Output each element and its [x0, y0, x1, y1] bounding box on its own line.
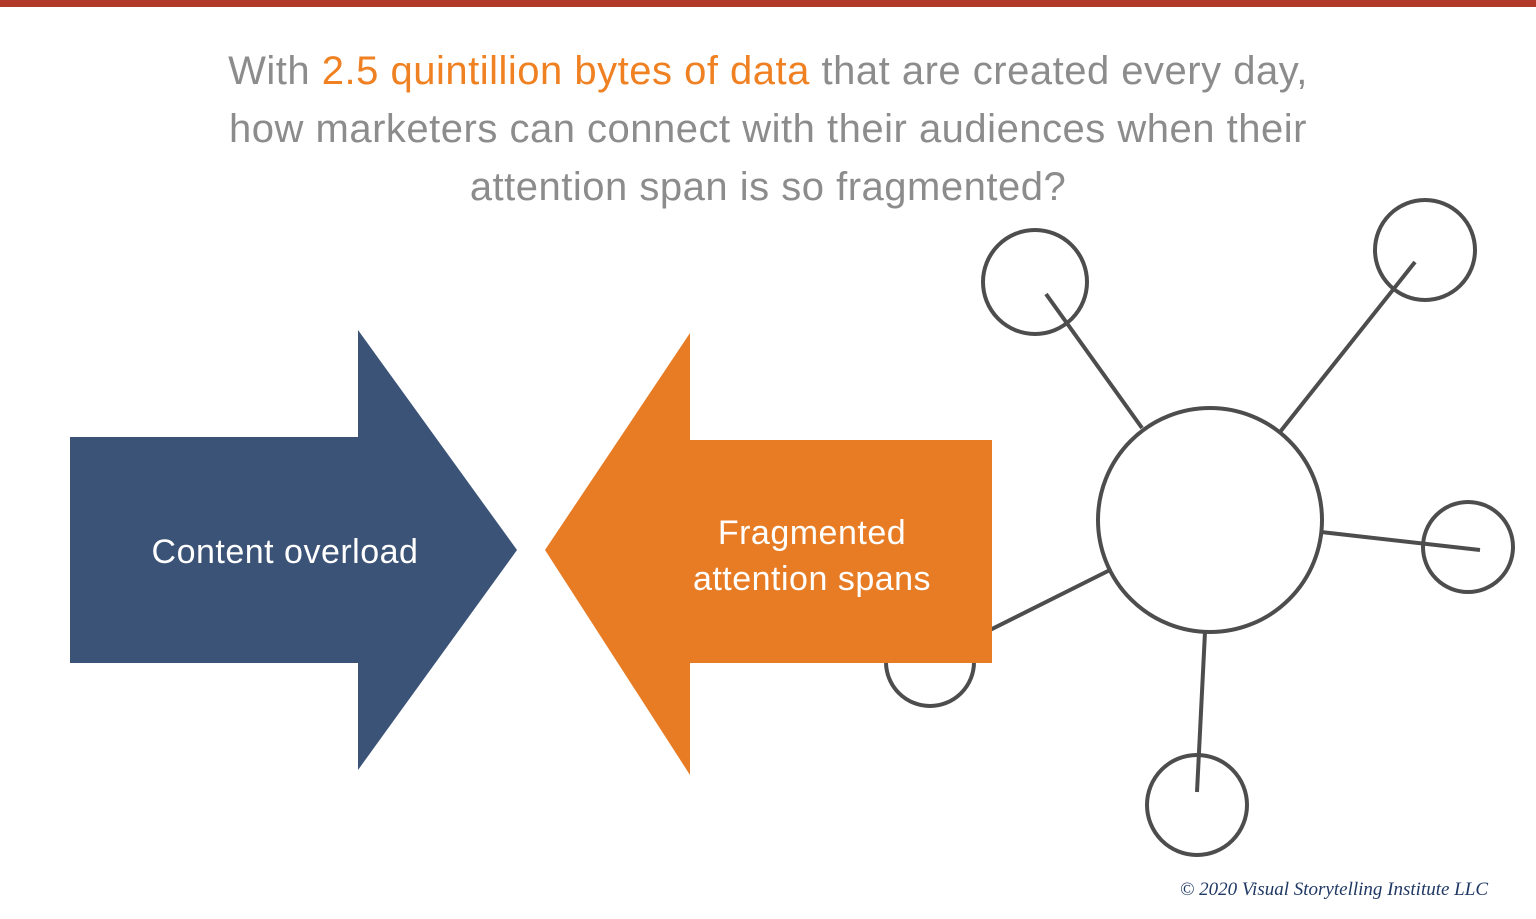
network-spoke-line — [1320, 530, 1481, 552]
fragmented-label-line1: Fragmented — [718, 514, 906, 552]
headline-line2: how marketers can connect with their aud… — [229, 107, 1307, 151]
network-spoke-line — [1044, 292, 1144, 430]
network-node-circle — [1145, 753, 1249, 857]
copyright-notice: © 2020 Visual Storytelling Institute LLC — [1179, 879, 1488, 900]
network-node-circle — [1421, 500, 1515, 594]
headline-text-prefix: With — [228, 49, 322, 93]
headline-highlight: 2.5 quintillion bytes of data — [321, 49, 810, 93]
opposing-arrows: Content overload Fragmented attention sp… — [70, 330, 992, 775]
headline-line3: attention span is so fragmented? — [469, 165, 1067, 209]
fragmented-label-line2: attention spans — [693, 560, 931, 598]
network-node-circle — [981, 228, 1089, 336]
top-accent-line — [0, 0, 1536, 7]
content-overload-label: Content overload — [152, 533, 419, 571]
network-spoke-line — [1195, 631, 1207, 793]
network-hub-circle — [1096, 406, 1324, 634]
fragmented-attention-arrow — [545, 333, 992, 775]
content-overload-arrow — [70, 330, 517, 770]
headline-line1: With 2.5 quintillion bytes of data that … — [0, 42, 1536, 100]
headline: With 2.5 quintillion bytes of data that … — [0, 42, 1536, 216]
headline-text-suffix: that are created every day, — [809, 49, 1308, 93]
network-node-circle — [1373, 198, 1477, 302]
